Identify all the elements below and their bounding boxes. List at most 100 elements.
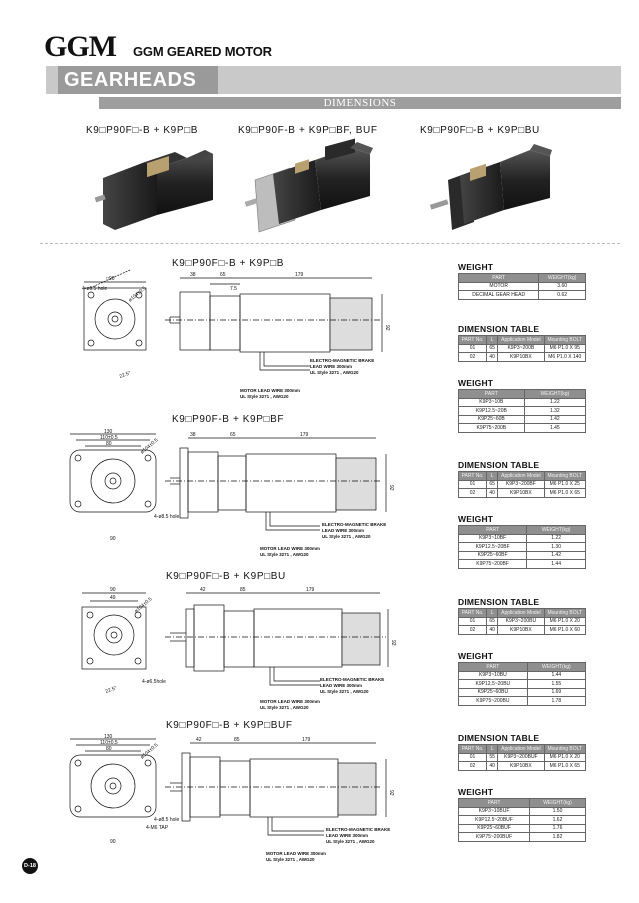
weight-heading: WEIGHT xyxy=(458,651,494,661)
svg-text:22.5°: 22.5° xyxy=(105,685,118,695)
svg-text:7.5: 7.5 xyxy=(230,286,237,292)
svg-text:38: 38 xyxy=(190,432,196,438)
svg-text:ELECTRO-MAGNETIC BRAKE: ELECTRO-MAGNETIC BRAKE xyxy=(320,677,384,682)
weight-heading: WEIGHT xyxy=(458,514,494,524)
hole-label: 4-ø6.5 hole xyxy=(82,286,108,292)
svg-text:110±0.5: 110±0.5 xyxy=(100,740,118,746)
section-title: GEARHEADS xyxy=(58,66,218,94)
svg-text:UL Style 3271 , AWG20: UL Style 3271 , AWG20 xyxy=(310,370,359,375)
svg-text:85: 85 xyxy=(234,737,240,743)
svg-text:UL Style 3271 , AWG20: UL Style 3271 , AWG20 xyxy=(266,857,315,862)
svg-text:38: 38 xyxy=(190,272,196,278)
svg-text:UL Style 3271 , AWG20: UL Style 3271 , AWG20 xyxy=(326,839,375,844)
drawing-title-bu: K9□P90F□-B + K9P□BU xyxy=(166,571,286,582)
weight-motor-heading: WEIGHT xyxy=(458,262,494,272)
motor-photo-bf xyxy=(244,138,373,233)
svg-text:179: 179 xyxy=(306,587,315,593)
svg-text:LEAD WIRE 300mm: LEAD WIRE 300mm xyxy=(310,364,352,369)
dimension-table-heading: DIMENSION TABLE xyxy=(458,460,540,470)
svg-text:4-ø6.5hole: 4-ø6.5hole xyxy=(142,679,166,685)
dimension-table-heading: DIMENSION TABLE xyxy=(458,597,540,607)
svg-text:42: 42 xyxy=(200,587,206,593)
svg-text:4-M6 TAP: 4-M6 TAP xyxy=(146,825,169,831)
drawing-title-buf: K9□P90F□-B + K9P□BUF xyxy=(166,720,293,731)
drawing-title-bf: K9□P90F-B + K9P□BF xyxy=(172,414,285,425)
svg-text:42: 42 xyxy=(196,737,202,743)
svg-text:179: 179 xyxy=(295,272,304,278)
svg-text:179: 179 xyxy=(302,737,311,743)
svg-text:92: 92 xyxy=(388,485,394,491)
divider xyxy=(40,243,620,244)
svg-text:65: 65 xyxy=(220,272,226,278)
svg-text:80: 80 xyxy=(106,441,112,447)
motor-photo-b xyxy=(94,150,213,230)
svg-text:UL Style 3271 , AWG20: UL Style 3271 , AWG20 xyxy=(260,705,309,710)
photo-caption-bu: K9□P90F□-B + K9P□BU xyxy=(420,125,540,136)
svg-text:4-ø8.5 hole: 4-ø8.5 hole xyxy=(154,817,180,823)
dimension-table-heading: DIMENSION TABLE xyxy=(458,324,540,334)
svg-text:80: 80 xyxy=(106,746,112,752)
svg-text:ø104±0.5: ø104±0.5 xyxy=(133,596,153,614)
motor-photo-bu xyxy=(429,144,552,230)
svg-text:MOTOR LEAD WIRE 300mm: MOTOR LEAD WIRE 300mm xyxy=(266,851,326,856)
svg-text:UL Style 3271 , AWG20: UL Style 3271 , AWG20 xyxy=(322,534,371,539)
svg-text:92: 92 xyxy=(390,640,396,646)
svg-text:22.5°: 22.5° xyxy=(119,370,132,380)
svg-text:130: 130 xyxy=(104,734,113,740)
svg-text:LEAD WIRE 300mm: LEAD WIRE 300mm xyxy=(322,528,364,533)
brand-logo: GGM xyxy=(44,30,117,63)
weight-heading: WEIGHT xyxy=(458,787,494,797)
svg-text:110±0.5: 110±0.5 xyxy=(100,435,118,441)
brand-subtitle: GGM GEARED MOTOR xyxy=(133,44,272,59)
svg-text:49: 49 xyxy=(110,595,116,601)
svg-text:92: 92 xyxy=(384,325,390,331)
svg-text:4-ø8.5 hole: 4-ø8.5 hole xyxy=(154,514,180,520)
svg-text:UL Style 3271 , AWG20: UL Style 3271 , AWG20 xyxy=(320,689,369,694)
svg-text:90: 90 xyxy=(110,587,116,593)
svg-text:LEAD WIRE 300mm: LEAD WIRE 300mm xyxy=(320,683,362,688)
svg-text:MOTOR LEAD WIRE 300mm: MOTOR LEAD WIRE 300mm xyxy=(240,388,300,393)
dimension-table-heading: DIMENSION TABLE xyxy=(458,733,540,743)
svg-text:85: 85 xyxy=(240,587,246,593)
svg-text:LEAD WIRE 300mm: LEAD WIRE 300mm xyxy=(326,833,368,838)
svg-text:ELECTRO-MAGNETIC BRAKE: ELECTRO-MAGNETIC BRAKE xyxy=(326,827,390,832)
drawing-title-b: K9□P90F□-B + K9P□B xyxy=(172,258,285,269)
photo-caption-b: K9□P90F□-B + K9P□B xyxy=(86,125,199,136)
svg-text:□90: □90 xyxy=(106,276,115,282)
drawing-bu: 90 49 ø104±0.5 42 85 179 92 4-ø6.5hole 22.5… xyxy=(81,587,396,710)
photo-caption-bf: K9□P90F-B + K9P□BF, BUF xyxy=(238,125,378,136)
